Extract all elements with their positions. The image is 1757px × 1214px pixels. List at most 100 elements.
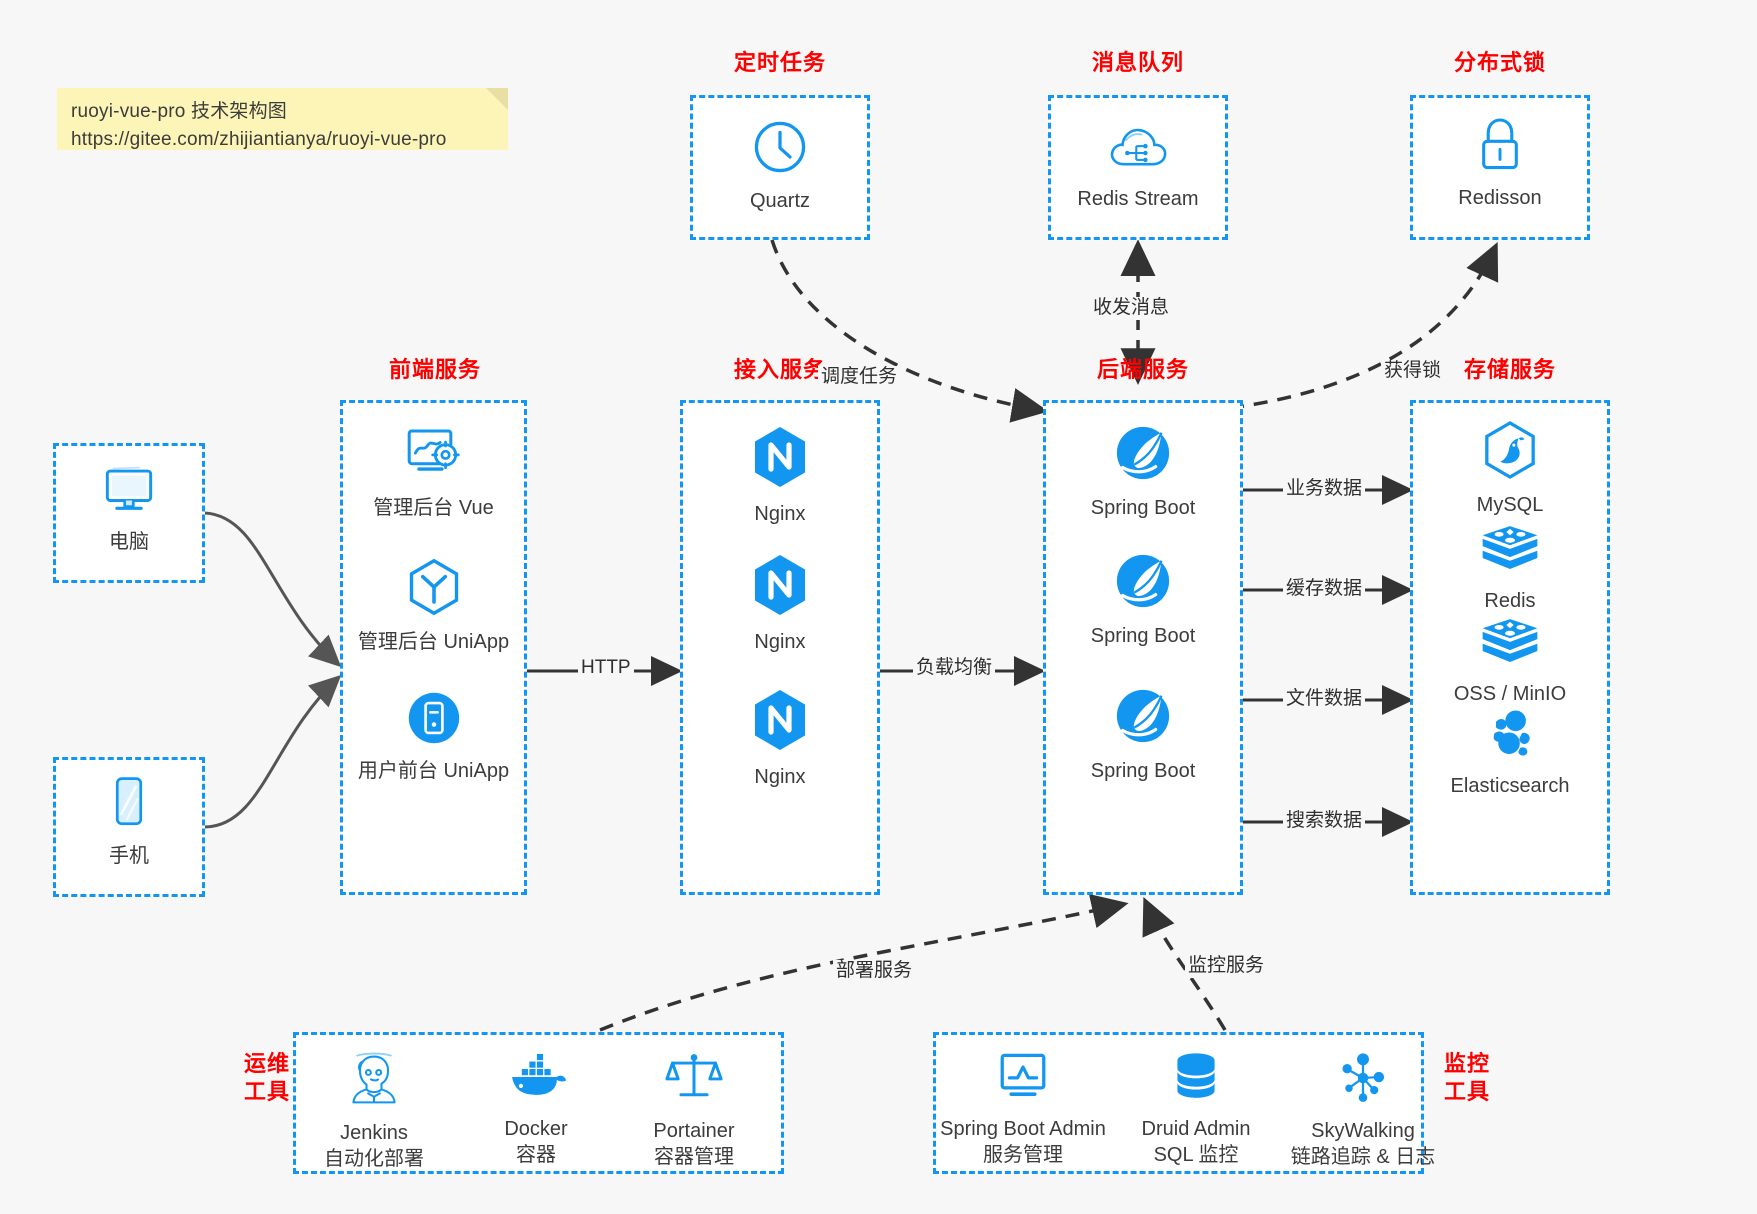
spring-boot-icon — [1113, 423, 1173, 488]
node-spring-boot-3[interactable]: Spring Boot — [1043, 686, 1243, 784]
phone-circle-icon — [406, 690, 462, 751]
node-druid-admin[interactable]: Druid Admin SQL 监控 — [1120, 1050, 1272, 1169]
node-sublabel: SQL 监控 — [1153, 1144, 1239, 1166]
node-label: Redis — [1484, 590, 1536, 612]
nginx-icon — [751, 425, 809, 494]
group-frontend — [340, 400, 527, 895]
clock-icon — [751, 118, 809, 181]
node-nginx-1[interactable]: Nginx — [680, 425, 880, 527]
group-title-monitor-line2: 工具 — [1443, 1078, 1490, 1104]
monitor-chart-icon — [995, 1050, 1051, 1109]
node-label: MySQL — [1476, 494, 1544, 516]
mysql-dolphin-icon — [1482, 420, 1538, 485]
node-label: Redisson — [1458, 187, 1542, 209]
node-sublabel: 容器管理 — [654, 1146, 734, 1168]
edge-label-cache-data: 缓存数据 — [1283, 578, 1366, 601]
node-label: Jenkins — [340, 1122, 408, 1144]
edge-label-deploy-service: 部署服务 — [833, 960, 916, 983]
node-sublabel: 容器 — [516, 1144, 556, 1166]
edge-label-load-balance: 负载均衡 — [913, 657, 996, 680]
node-label: Elasticsearch — [1450, 775, 1570, 797]
node-label: 手机 — [109, 845, 149, 867]
edge-label-acquire-lock: 获得锁 — [1381, 360, 1445, 383]
spring-boot-icon — [1113, 686, 1173, 751]
node-admin-uniapp[interactable]: 管理后台 UniApp — [340, 557, 527, 655]
padlock-icon — [1473, 115, 1527, 178]
node-label: Druid Admin — [1141, 1118, 1251, 1140]
edge-label-search-data: 搜索数据 — [1283, 810, 1366, 833]
node-spring-boot-2[interactable]: Spring Boot — [1043, 551, 1243, 649]
node-label: Redis Stream — [1077, 188, 1199, 210]
note-title: ruoyi-vue-pro 技术架构图 — [71, 101, 288, 122]
group-title-storage: 存储服务 — [1463, 357, 1556, 382]
node-label: 管理后台 UniApp — [357, 631, 510, 653]
group-backend — [1043, 400, 1243, 895]
mobile-phone-icon — [107, 775, 151, 836]
node-label: Nginx — [754, 766, 806, 788]
node-label: Quartz — [749, 190, 811, 212]
node-docker[interactable]: Docker 容器 — [462, 1050, 610, 1169]
node-sublabel: 链路追踪 & 日志 — [1290, 1146, 1436, 1168]
database-icon — [1170, 1050, 1222, 1109]
node-sublabel: 自动化部署 — [324, 1148, 424, 1170]
node-nginx-2[interactable]: Nginx — [680, 553, 880, 655]
desktop-monitor-icon — [101, 465, 157, 522]
edge-label-http: HTTP — [578, 657, 634, 680]
nginx-icon — [751, 688, 809, 757]
node-label: Nginx — [754, 503, 806, 525]
node-label: Spring Boot — [1090, 497, 1196, 519]
jenkins-butler-icon — [345, 1050, 403, 1113]
node-spring-boot-1[interactable]: Spring Boot — [1043, 423, 1243, 521]
node-label: 管理后台 Vue — [373, 497, 494, 519]
node-mobile[interactable]: 手机 — [53, 775, 205, 869]
edge-label-send-receive-message: 收发消息 — [1090, 297, 1173, 320]
node-elasticsearch[interactable]: Elasticsearch — [1410, 703, 1610, 799]
node-desktop[interactable]: 电脑 — [53, 465, 205, 555]
node-label: Nginx — [754, 631, 806, 653]
edge-label-monitor-service: 监控服务 — [1185, 955, 1268, 978]
cloud-stream-icon — [1107, 120, 1169, 179]
node-oss-minio[interactable]: OSS / MinIO — [1410, 613, 1610, 707]
node-label: Spring Boot Admin — [940, 1118, 1106, 1140]
group-title-distributed-lock: 分布式锁 — [1453, 50, 1546, 75]
node-quartz[interactable]: Quartz — [690, 118, 870, 214]
group-title-devops: 运维 工具 — [232, 1050, 302, 1105]
group-scheduled-task — [690, 95, 870, 240]
nginx-icon — [751, 553, 809, 622]
node-label: Portainer — [653, 1120, 735, 1142]
node-jenkins[interactable]: Jenkins 自动化部署 — [300, 1050, 448, 1173]
group-title-backend: 后端服务 — [1096, 357, 1189, 382]
diagram-note: ruoyi-vue-pro 技术架构图 https://gitee.com/zh… — [57, 88, 508, 150]
node-label: OSS / MinIO — [1453, 683, 1567, 705]
edge-label-business-data: 业务数据 — [1283, 478, 1366, 501]
note-url: https://gitee.com/zhijiantianya/ruoyi-vu… — [71, 128, 447, 150]
node-admin-vue[interactable]: 管理后台 Vue — [340, 425, 527, 521]
node-label: Spring Boot — [1090, 625, 1196, 647]
group-title-monitor-line1: 监控 — [1443, 1051, 1490, 1076]
group-client-desktop — [53, 443, 205, 583]
group-title-message-queue: 消息队列 — [1091, 50, 1184, 75]
node-redis[interactable]: Redis — [1410, 520, 1610, 614]
skywalking-node-icon — [1335, 1050, 1391, 1111]
edge-label-file-data: 文件数据 — [1283, 688, 1366, 711]
node-mysql[interactable]: MySQL — [1410, 420, 1610, 518]
node-spring-boot-admin[interactable]: Spring Boot Admin 服务管理 — [930, 1050, 1116, 1169]
node-sublabel: 服务管理 — [983, 1144, 1063, 1166]
node-skywalking[interactable]: SkyWalking 链路追踪 & 日志 — [1270, 1050, 1456, 1171]
node-user-uniapp[interactable]: 用户前台 UniApp — [340, 690, 527, 784]
node-nginx-3[interactable]: Nginx — [680, 688, 880, 790]
monitor-gear-icon — [403, 425, 465, 488]
node-portainer[interactable]: Portainer 容器管理 — [620, 1050, 768, 1171]
note-folded-corner — [486, 88, 508, 110]
redis-stack-icon — [1479, 520, 1541, 581]
node-redis-stream[interactable]: Redis Stream — [1048, 120, 1228, 212]
scales-icon — [665, 1050, 723, 1111]
node-label: Spring Boot — [1090, 760, 1196, 782]
node-label: SkyWalking — [1311, 1120, 1415, 1142]
node-redisson[interactable]: Redisson — [1410, 115, 1590, 211]
node-label: 电脑 — [109, 531, 149, 553]
node-label: 用户前台 UniApp — [357, 760, 510, 782]
group-title-devops-line2: 工具 — [243, 1078, 290, 1104]
group-title-frontend: 前端服务 — [388, 357, 481, 382]
